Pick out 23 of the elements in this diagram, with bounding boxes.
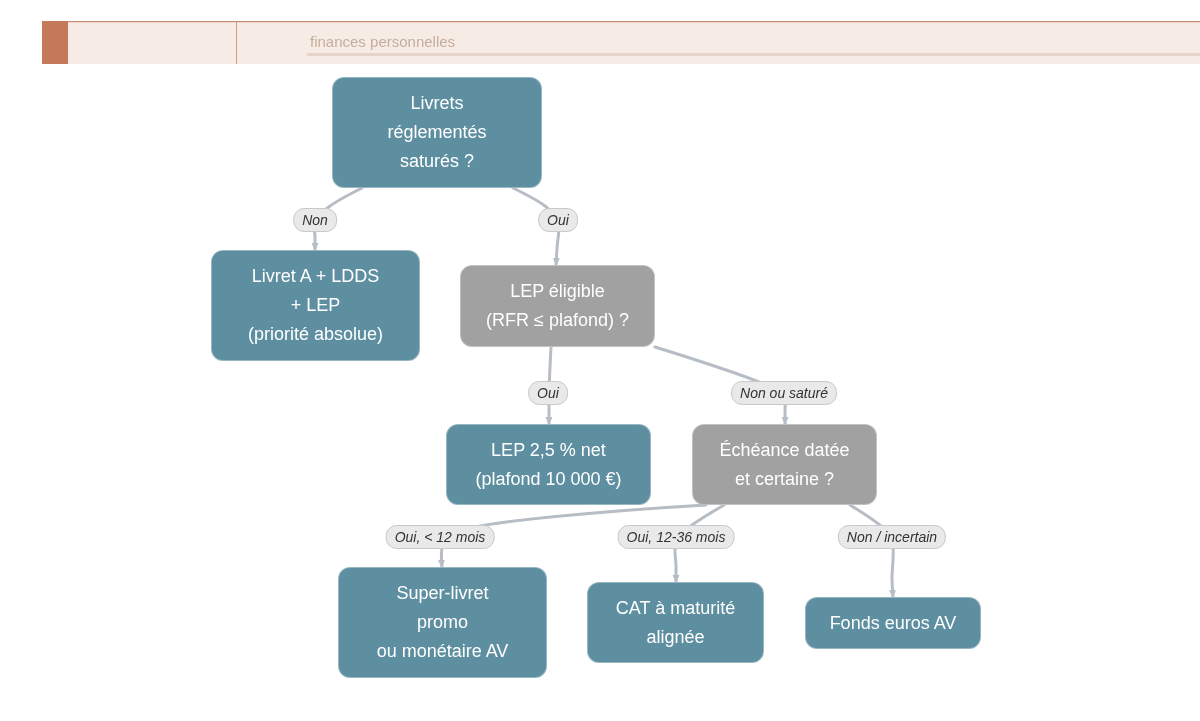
node-text: Livret A + LDDS + LEP (priorité absolue) (247, 265, 384, 346)
edge-label: Oui, 12-36 mois (617, 525, 735, 549)
process-box (805, 597, 981, 649)
process-box (587, 582, 764, 663)
decision-box (692, 424, 877, 505)
edge-label: Non (293, 208, 337, 232)
node-text: Fonds euros AV (829, 611, 957, 635)
decision-box (460, 265, 655, 347)
node-text: Super-livret promo ou monétaire AV (376, 582, 509, 663)
subtitle-text: finances personnelles (310, 33, 456, 51)
process-box (338, 567, 547, 678)
node-text: Livrets réglementés saturés ? (387, 92, 487, 173)
process-box (446, 424, 651, 505)
edge-label: Oui (528, 381, 568, 405)
node-text: LEP éligible (RFR ≤ plafond) ? (486, 280, 629, 332)
edge-label: Oui (538, 208, 578, 232)
process-box (211, 250, 420, 361)
node-text: CAT à maturité alignée (615, 596, 736, 649)
node-text: LEP 2,5 % net (plafond 10 000 €) (475, 438, 622, 491)
node-text: Échéance datée et certaine ? (719, 438, 850, 491)
edge-label: Non / incertain (837, 525, 947, 549)
edge-label: Oui, < 12 mois (385, 525, 495, 549)
decision-box (332, 77, 542, 188)
